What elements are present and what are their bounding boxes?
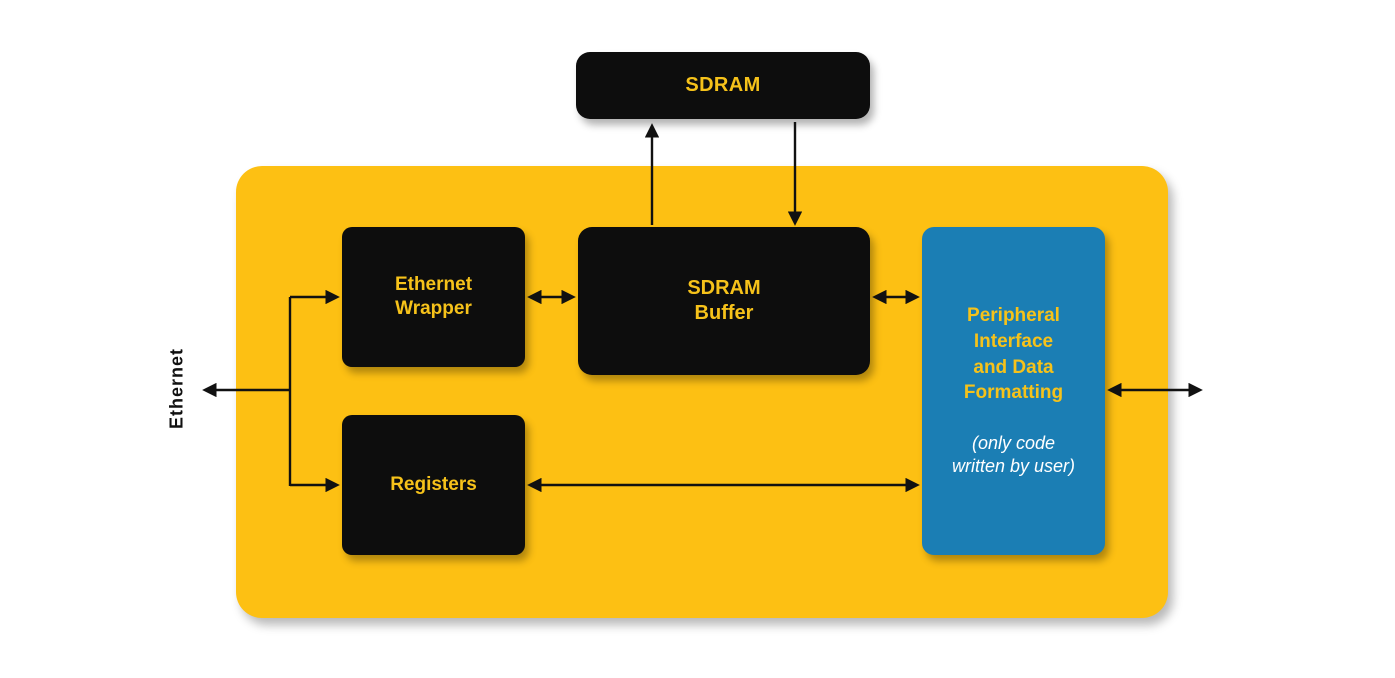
ethernet-label: Ethernet (166, 348, 187, 430)
sdram-box: SDRAM (576, 52, 870, 119)
ethernet-wrapper-box: Ethernet Wrapper (342, 227, 525, 367)
sdram-label: SDRAM (685, 74, 761, 96)
peripheral-interface-title: Peripheral Interface and Data Formatting (963, 305, 1064, 404)
registers-label: Registers (390, 474, 477, 496)
registers-box: Registers (342, 415, 525, 555)
ethernet-wrapper-label: Ethernet Wrapper (394, 274, 473, 319)
sdram-buffer-box: SDRAM Buffer (578, 227, 870, 375)
peripheral-interface-box: Peripheral Interface and Data Formatting… (922, 227, 1105, 555)
peripheral-interface-note: (only code written by user) (951, 432, 1076, 477)
sdram-buffer-label: SDRAM Buffer (687, 277, 761, 324)
